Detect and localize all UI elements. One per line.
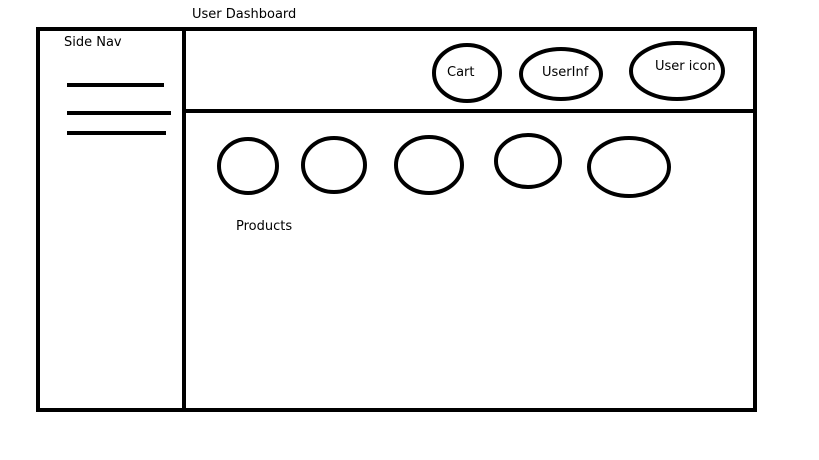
user-icon-button[interactable]: User icon	[655, 59, 716, 74]
product-item-3[interactable]	[394, 135, 464, 195]
product-item-4[interactable]	[494, 133, 562, 189]
cart-button-shape[interactable]	[432, 43, 502, 103]
product-item-5[interactable]	[587, 136, 671, 198]
user-info-button-shape[interactable]	[519, 47, 603, 101]
side-nav-label: Side Nav	[64, 35, 122, 50]
app-frame	[36, 27, 757, 412]
product-item-2[interactable]	[301, 136, 367, 194]
user-icon-button-shape[interactable]	[629, 41, 725, 101]
page-title: User Dashboard	[192, 7, 297, 22]
product-item-1[interactable]	[217, 137, 279, 195]
cart-button[interactable]: Cart	[447, 65, 475, 80]
products-label: Products	[236, 219, 293, 234]
user-info-button[interactable]: UserInf	[542, 65, 589, 80]
